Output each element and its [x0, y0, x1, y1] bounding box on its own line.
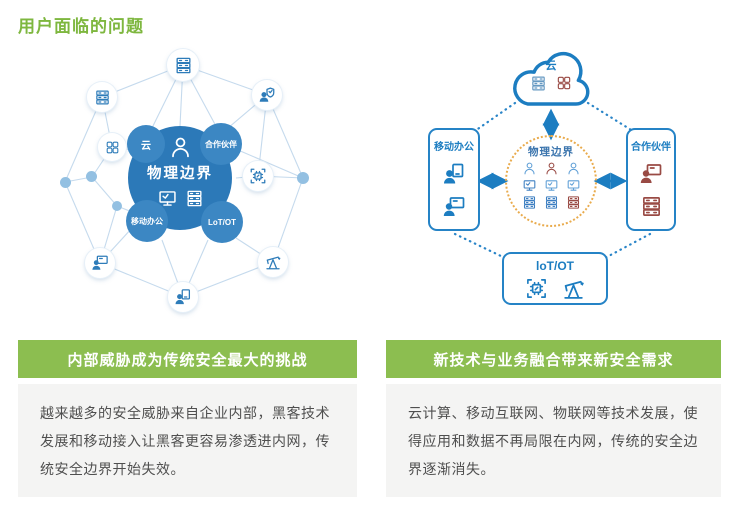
- server-icon: [522, 195, 537, 210]
- box-icons: [639, 162, 663, 218]
- section-heading-banner: 新技术与业务融合带来新安全需求: [386, 340, 721, 378]
- section-body-text: 越来越多的安全威胁来自企业内部，黑客技术发展和移动接入让黑客更容易渗透进内网，传…: [18, 384, 357, 497]
- legacy-boundary-network-diagram: 物理边界 云 合作伙伴 移动办公 LoT/OT: [12, 48, 360, 333]
- monitor-icon: [522, 178, 537, 193]
- satellite-iot-ot: LoT/OT: [201, 201, 243, 243]
- cloud-icons: [503, 75, 599, 92]
- node-iot-chip: [243, 161, 273, 191]
- satellite-label: 移动办公: [131, 216, 163, 226]
- section-heading-banner: 内部威胁成为传统安全最大的挑战: [18, 340, 357, 378]
- satellite-label: LoT/OT: [208, 217, 236, 227]
- person-icon: [168, 135, 193, 160]
- box-label: 合作伙伴: [631, 142, 671, 153]
- shield-person-icon: [258, 86, 276, 104]
- server-icon: [544, 195, 559, 210]
- server-icon: [185, 189, 204, 208]
- box-icons: [525, 276, 586, 301]
- satellite-partners: 合作伙伴: [200, 123, 242, 165]
- users-row: [522, 161, 581, 176]
- network-dot: [60, 177, 71, 188]
- physical-boundary-dashed-circle: 物理边界: [505, 135, 597, 227]
- mobile-user-icon: [174, 288, 192, 306]
- boundary-device-icons: [157, 188, 204, 209]
- network-dot: [86, 171, 97, 182]
- node-server-left: [87, 82, 117, 112]
- workstation-user-icon: [91, 254, 109, 272]
- satellite-mobile-office: 移动办公: [126, 200, 168, 242]
- person-icon: [544, 161, 559, 176]
- oil-pump-icon: [561, 276, 586, 301]
- physical-boundary-label: 物理边界: [528, 146, 574, 158]
- monitors-row: [522, 178, 581, 193]
- mobile-office-box: 移动办公: [428, 128, 480, 231]
- node-shield-user: [252, 80, 282, 110]
- servers-row: [522, 195, 581, 210]
- dissolved-boundary-diagram: 云 物理边界 移动办公: [400, 48, 730, 333]
- page-title: 用户面临的问题: [18, 17, 144, 36]
- node-oil-pump: [258, 247, 288, 277]
- network-dot: [297, 172, 309, 184]
- satellite-label: 云: [141, 140, 151, 152]
- workstation-user-icon: [442, 195, 466, 219]
- person-icon: [566, 161, 581, 176]
- box-label: 移动办公: [434, 142, 474, 153]
- satellite-label: 合作伙伴: [205, 139, 237, 149]
- section-internal-threats: 内部威胁成为传统安全最大的挑战 越来越多的安全威胁来自企业内部，黑客技术发展和移…: [18, 340, 357, 497]
- box-label: loT/OT: [536, 259, 574, 273]
- chip-scan-icon: [525, 277, 548, 300]
- cloud-zone: 云: [503, 48, 599, 114]
- app-grid-icon: [556, 75, 572, 91]
- monitor-icon: [566, 178, 581, 193]
- connector-layer: [453, 101, 652, 260]
- node-mobile-user: [168, 282, 198, 312]
- oil-pump-icon: [264, 253, 282, 271]
- server-icon: [174, 56, 193, 75]
- cloud-label: 云: [545, 60, 557, 72]
- node-server-top: [167, 49, 199, 81]
- server-icon: [566, 195, 581, 210]
- box-icons: [442, 162, 466, 219]
- monitor-icon: [544, 178, 559, 193]
- node-app-grid: [98, 133, 126, 161]
- workstation-user-icon: [639, 162, 663, 186]
- network-dot: [112, 201, 122, 211]
- server-icon: [530, 75, 547, 92]
- app-grid-icon: [105, 140, 120, 155]
- chip-scan-icon: [249, 167, 267, 185]
- tablet-user-icon: [442, 162, 466, 186]
- partners-box: 合作伙伴: [626, 128, 676, 231]
- node-workstation-user: [85, 248, 115, 278]
- iot-ot-box: loT/OT: [502, 252, 608, 305]
- server-icon: [94, 89, 111, 106]
- physical-boundary-label: 物理边界: [147, 166, 213, 182]
- section-body-text: 云计算、移动互联网、物联网等技术发展，使得应用和数据不再局限在内网，传统的安全边…: [386, 384, 721, 497]
- person-icon: [522, 161, 537, 176]
- section-new-tech-needs: 新技术与业务融合带来新安全需求 云计算、移动互联网、物联网等技术发展，使得应用和…: [386, 340, 721, 497]
- satellite-cloud: 云: [127, 125, 165, 163]
- server-icon: [640, 195, 663, 218]
